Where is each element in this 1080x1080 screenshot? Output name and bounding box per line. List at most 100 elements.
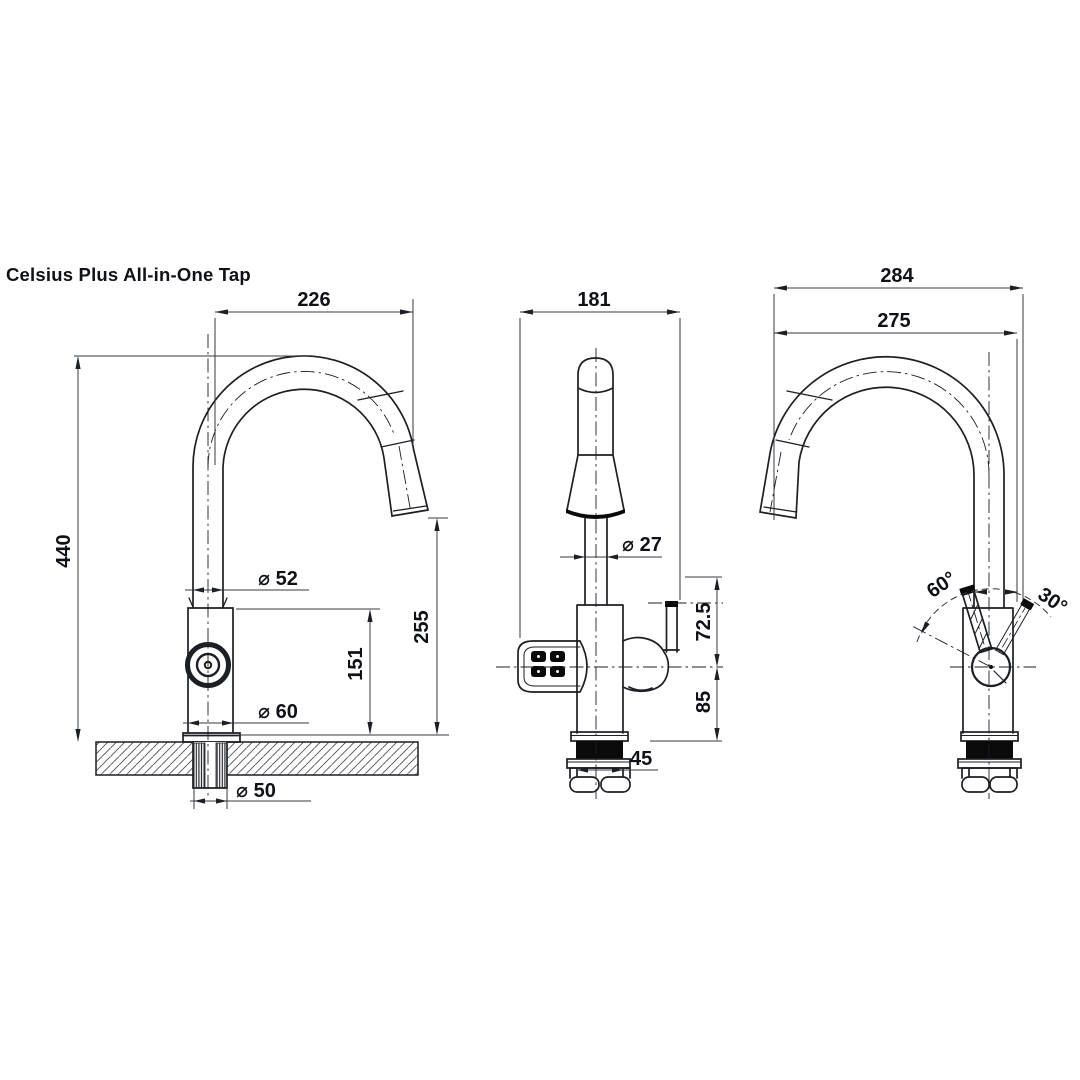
dim-side-axis-to-deck: 85 — [693, 691, 715, 713]
dim-front-overall-height: 440 — [53, 534, 75, 567]
dim-side-tail-width: 45 — [630, 748, 652, 770]
rear-nozzle-axis — [769, 451, 782, 513]
rear-handle-lever — [959, 584, 993, 654]
dim-side-pipe-dia: ⌀ 27 — [622, 534, 662, 556]
arrow — [212, 587, 223, 593]
arrow — [667, 309, 680, 315]
front-spout-outline — [192, 355, 430, 609]
rear-knob-tick — [993, 670, 1007, 684]
front-object-lines — [95, 355, 430, 789]
side-view: 181 ⌀ 27 72.5 85 45 — [496, 289, 723, 799]
arrow — [434, 518, 440, 531]
drawing-title: Celsius Plus All-in-One Tap — [6, 264, 251, 285]
front-arc-centerline — [207, 371, 395, 468]
dim-rear-swing-right: 30° — [1034, 583, 1071, 618]
dim-front-body-height: 151 — [345, 647, 367, 680]
side-dimension-arrows — [520, 309, 720, 773]
dim-front-body-dia: ⌀ 60 — [258, 701, 298, 723]
side-centerlines — [496, 348, 723, 799]
rear-flange-upper — [960, 731, 1019, 742]
front-view: 226 440 ⌀ 52 255 151 ⌀ 60 ⌀ 50 — [53, 289, 449, 809]
front-spout-joints — [188, 390, 427, 608]
side-dim-lines — [519, 311, 722, 771]
arrow — [577, 767, 588, 773]
dim-front-shank-dia: ⌀ 50 — [236, 780, 276, 802]
side-tailpiece — [569, 767, 631, 779]
rear-centerlines — [769, 352, 1036, 799]
rear-flange-lower — [957, 758, 1022, 769]
shank-thread-left — [193, 742, 206, 789]
shank-outline — [192, 741, 228, 789]
rear-arc-centerline — [788, 371, 990, 476]
shank-thread-right — [215, 742, 228, 789]
side-handle-lever — [665, 606, 678, 653]
side-flange-upper — [570, 731, 629, 742]
pad-button-dot — [537, 655, 540, 658]
front-dimension-lines — [74, 299, 449, 809]
front-centerlines — [207, 334, 412, 797]
rear-tail-nut-right — [989, 776, 1018, 793]
dim-side-outlet-to-axis: 72.5 — [693, 603, 715, 642]
arrow — [188, 720, 199, 726]
dim-front-outlet-height: 255 — [411, 610, 433, 643]
arrow — [367, 609, 373, 622]
arrow — [1005, 589, 1018, 595]
rear-lever-hatch — [970, 603, 988, 648]
arrow — [400, 309, 413, 315]
rear-dimension-lines — [773, 287, 1024, 602]
pad-button-dot — [556, 670, 559, 673]
dim-front-overall-width: 226 — [297, 289, 330, 311]
front-dim-lines — [74, 299, 449, 809]
front-base-flange — [182, 732, 241, 743]
rear-tail-nut-left — [961, 776, 990, 793]
arrow — [215, 309, 228, 315]
side-valve-body — [622, 636, 680, 693]
arrow — [714, 577, 720, 590]
arrow — [434, 722, 440, 735]
swing-arc — [916, 588, 1052, 643]
rear-view: 284 275 60° 30° — [759, 265, 1071, 799]
front-dimension-arrows — [75, 309, 440, 804]
rear-dim-lines — [773, 287, 1024, 602]
arrow — [520, 309, 533, 315]
arrow — [194, 798, 205, 804]
arrow — [714, 667, 720, 680]
side-handle-cap — [665, 601, 678, 607]
rear-swing-annotation — [916, 588, 1052, 643]
side-object-lines — [517, 357, 680, 793]
rear-spout-outline — [759, 355, 1005, 609]
rear-body — [962, 607, 1014, 734]
arrow — [974, 589, 987, 595]
control-pad-outline — [517, 640, 588, 693]
rear-spout-joints — [763, 390, 833, 513]
front-nozzle-axis — [398, 445, 412, 514]
dim-rear-overall-reach: 284 — [880, 265, 914, 287]
rear-object-lines — [759, 355, 1035, 793]
control-pad-buttons — [531, 651, 565, 677]
side-dimension-lines — [519, 311, 722, 771]
rear-lever-axis — [966, 589, 987, 652]
dim-front-spout-dia: ⌀ 52 — [258, 568, 298, 590]
rear-handle-lever-alternate — [994, 598, 1035, 656]
arrow — [921, 621, 930, 634]
arrow — [714, 728, 720, 741]
side-tail-nut-left — [569, 776, 600, 793]
side-flange-lower — [566, 758, 631, 769]
rear-lever-alt-axis — [998, 603, 1028, 655]
side-tail-nut-right — [600, 776, 631, 793]
rear-tailpiece — [961, 767, 1018, 779]
arrow — [75, 729, 81, 742]
side-nozzle-tip — [566, 509, 625, 519]
arrow — [607, 554, 618, 560]
control-pad-inner-frame — [523, 646, 581, 687]
rear-dimension-arrows — [774, 285, 1023, 634]
arrow — [367, 722, 373, 735]
arrow — [774, 285, 787, 291]
dim-side-overall-depth: 181 — [577, 289, 610, 311]
arrow — [193, 587, 204, 593]
pad-button-dot — [537, 670, 540, 673]
arrow — [216, 798, 227, 804]
side-dimension-texts: 181 ⌀ 27 72.5 85 45 — [577, 289, 715, 770]
